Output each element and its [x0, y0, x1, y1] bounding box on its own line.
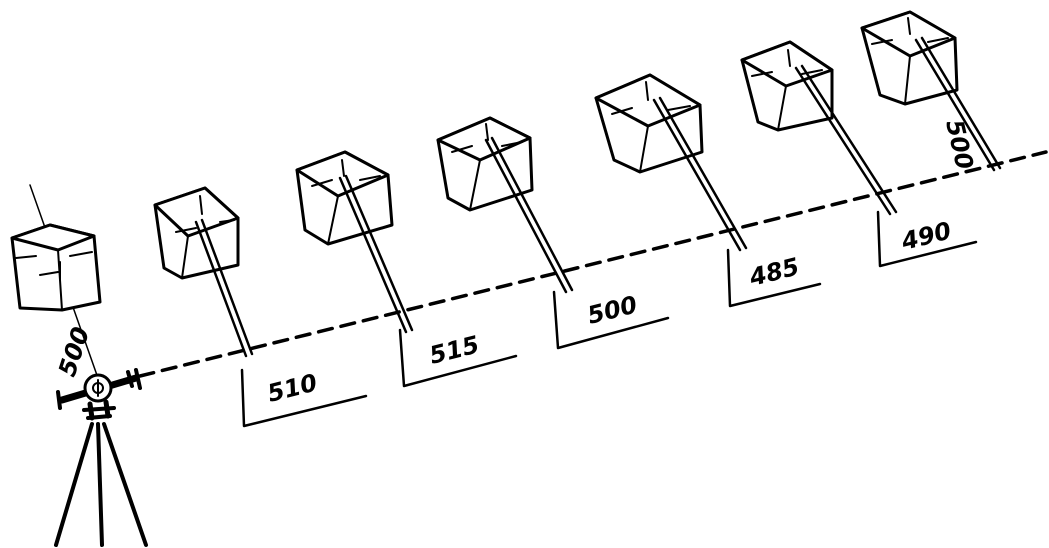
dimension-5: 490 [876, 210, 978, 268]
dimension-2-label: 515 [427, 331, 482, 370]
dimension-3: 500 [552, 291, 670, 350]
block-1 [153, 186, 254, 358]
staff-5 [794, 64, 898, 216]
staff-2 [338, 174, 414, 334]
level-on-tripod-icon [54, 368, 148, 547]
line-of-sight [138, 150, 1048, 378]
dimension-1: 510 [240, 369, 368, 428]
dimension-3-label: 500 [585, 291, 640, 330]
block-6 [860, 10, 1002, 172]
staff-4 [652, 96, 748, 252]
block-5 [740, 40, 898, 216]
staff-3 [484, 136, 574, 294]
staff-1 [194, 218, 254, 358]
block-3 [436, 116, 574, 294]
dimension-4: 485 [726, 248, 822, 308]
dimension-4-label: 485 [746, 253, 802, 293]
dimension-2: 515 [398, 328, 518, 388]
last-block-label: 500 [940, 117, 979, 172]
block-4 [594, 73, 748, 252]
reference-block [10, 223, 102, 312]
staff-6 [914, 36, 1002, 172]
block-2 [295, 150, 414, 334]
dimension-1-label: 510 [265, 369, 320, 408]
